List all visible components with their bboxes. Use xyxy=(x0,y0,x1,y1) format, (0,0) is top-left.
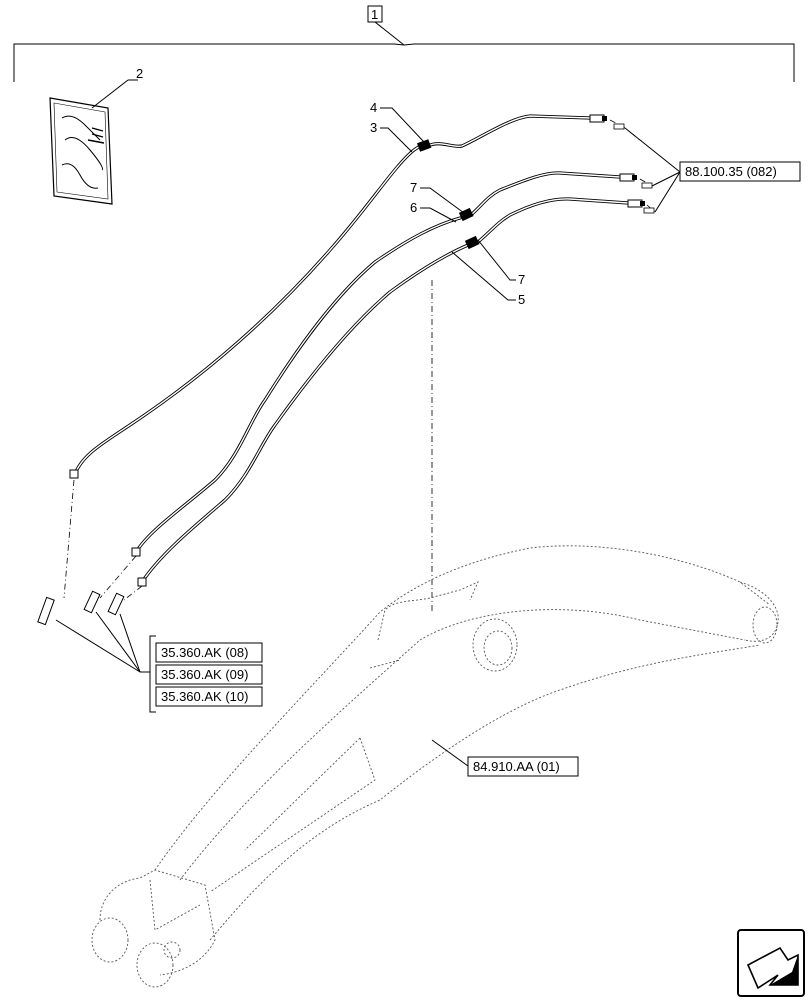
ref-35-360-09[interactable]: 35.360.AK (09) xyxy=(161,667,248,682)
callout-2: 2 xyxy=(136,66,143,81)
left-fittings xyxy=(37,479,150,673)
callout-6: 6 xyxy=(410,200,417,215)
callout-1: 1 xyxy=(371,7,378,22)
callout-5: 5 xyxy=(518,292,525,307)
ref-88-100-35[interactable]: 88.100.35 (082) xyxy=(685,164,777,179)
hydraulic-tube-6 xyxy=(131,171,637,557)
assembly-bracket: 1 xyxy=(13,5,795,82)
tube-callouts: 4 3 7 6 7 5 xyxy=(370,100,525,307)
boom-outline: 84.910.AA (01) xyxy=(91,280,779,988)
callout-3: 3 xyxy=(370,120,377,135)
ref-35-360-08[interactable]: 35.360.AK (08) xyxy=(161,645,248,660)
document-bag-icon: 2 xyxy=(49,66,143,205)
hydraulic-tube-5 xyxy=(137,197,645,587)
callout-4: 4 xyxy=(370,100,377,115)
callout-7a: 7 xyxy=(410,180,417,195)
ref-35-360-10[interactable]: 35.360.AK (10) xyxy=(161,689,248,704)
right-fittings: 88.100.35 (082) xyxy=(609,119,801,214)
callout-7b: 7 xyxy=(518,272,525,287)
ref-84-910[interactable]: 84.910.AA (01) xyxy=(473,759,560,774)
ref-35-360-stack: 35.360.AK (08) 35.360.AK (09) 35.360.AK … xyxy=(149,635,263,713)
back-arrow-icon[interactable] xyxy=(737,929,805,997)
hydraulic-tube-3 xyxy=(69,114,607,479)
